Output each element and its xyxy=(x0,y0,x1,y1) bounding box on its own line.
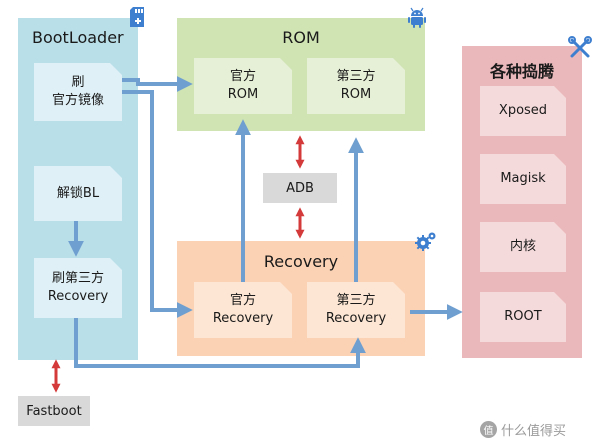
wrench-icon xyxy=(568,36,592,58)
third-recovery-line1: 第三方 xyxy=(336,293,376,308)
recovery-panel: Recovery 官方 Recovery 第三方 Recovery xyxy=(177,241,425,356)
flash-third-line1: 刷第三方 xyxy=(51,271,104,286)
third-recovery-line2: Recovery xyxy=(325,311,387,326)
flash-official-line1: 刷 xyxy=(71,75,85,90)
official-recovery-line1: 官方 xyxy=(229,293,256,308)
third-rom-line2: ROM xyxy=(340,87,372,102)
flash-official-image-card: 刷 官方镜像 xyxy=(34,63,122,121)
watermark-text: 什么值得买 xyxy=(501,424,567,439)
third-rom-line1: 第三方 xyxy=(336,69,376,84)
arrow-flash-third-to-third-recovery xyxy=(74,318,366,368)
official-rom-card: 官方 ROM xyxy=(194,58,292,114)
rom-title: ROM xyxy=(282,28,320,47)
kernel-label: 内核 xyxy=(509,239,536,254)
arrow-flash-to-official-rom xyxy=(122,76,193,92)
official-recovery-line2: Recovery xyxy=(212,311,274,326)
watermark: 值 什么值得买 xyxy=(480,420,566,439)
flash-third-recovery-card: 刷第三方 Recovery xyxy=(34,258,122,318)
rom-panel: ROM 官方 ROM 第三方 ROM xyxy=(177,18,425,131)
recovery-title: Recovery xyxy=(263,252,339,271)
bootloader-panel: BootLoader 刷 官方镜像 解锁BL 刷第三方 Recovery xyxy=(18,18,138,360)
root-label: ROOT xyxy=(504,309,542,324)
magisk-label: Magisk xyxy=(500,171,546,186)
root-card: ROOT xyxy=(480,292,566,342)
unlock-bl-label: 解锁BL xyxy=(56,185,100,201)
unlock-bl-card: 解锁BL xyxy=(34,166,122,221)
flash-official-line2: 官方镜像 xyxy=(51,93,104,108)
tinkering-title: 各种捣腾 xyxy=(489,62,554,81)
kernel-card: 内核 xyxy=(480,222,566,272)
gear-icon xyxy=(415,232,436,251)
watermark-logo-icon: 值 xyxy=(480,421,497,438)
third-party-rom-card: 第三方 ROM xyxy=(307,58,405,114)
adb-box: ADB xyxy=(263,173,337,203)
sd-card-icon xyxy=(130,7,144,27)
official-rom-line1: 官方 xyxy=(229,69,256,84)
official-recovery-card: 官方 Recovery xyxy=(194,282,292,338)
xposed-label: Xposed xyxy=(498,103,548,118)
third-party-recovery-card: 第三方 Recovery xyxy=(307,282,405,338)
magisk-card: Magisk xyxy=(480,154,566,204)
official-rom-line2: ROM xyxy=(227,87,259,102)
arrow-flash-to-official-recovery xyxy=(122,90,193,318)
flash-third-line2: Recovery xyxy=(47,289,109,304)
tinkering-panel: 各种捣腾 Xposed Magisk 内核 ROOT xyxy=(462,46,582,358)
xposed-card: Xposed xyxy=(480,86,566,136)
bootloader-title: BootLoader xyxy=(32,28,124,47)
android-icon xyxy=(408,7,426,28)
fastboot-box: Fastboot xyxy=(18,396,90,426)
